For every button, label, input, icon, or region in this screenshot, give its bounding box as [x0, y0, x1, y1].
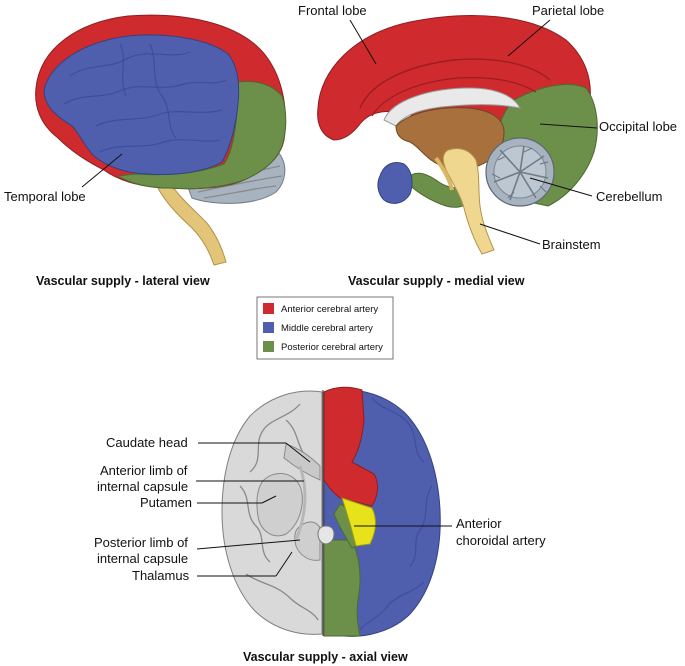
medial-diencephalon [395, 107, 505, 170]
caption-lateral-view: Vascular supply - lateral view [36, 274, 210, 288]
label-anterior-limb-1: Anterior limb of [100, 463, 188, 478]
lateral-brainstem [157, 179, 227, 266]
legend-label: Middle cerebral artery [281, 323, 373, 334]
label-posterior-limb-1: Posterior limb of [94, 535, 188, 550]
medial-view: Frontal lobe Parietal lobe Occipital lob… [298, 3, 677, 288]
lateral-view: Temporal lobe Vascular supply - lateral … [4, 14, 287, 288]
lateral-middle-territory [43, 34, 240, 175]
label-thalamus: Thalamus [132, 568, 190, 583]
legend-label: Posterior cerebral artery [281, 342, 383, 353]
medial-middle-territory [377, 162, 413, 204]
legend-swatch [263, 303, 274, 314]
legend-item-middle: Middle cerebral artery [263, 322, 373, 334]
label-choroidal-2: choroidal artery [456, 533, 546, 548]
lateral-posterior-territory [116, 81, 287, 190]
label-brainstem: Brainstem [542, 237, 601, 252]
label-temporal-lobe: Temporal lobe [4, 189, 86, 204]
label-frontal-lobe: Frontal lobe [298, 3, 367, 18]
legend-item-posterior: Posterior cerebral artery [263, 341, 383, 353]
label-occipital-lobe: Occipital lobe [599, 119, 677, 134]
label-cerebellum: Cerebellum [596, 189, 662, 204]
medial-cerebellum [485, 137, 555, 207]
caption-medial-view: Vascular supply - medial view [348, 274, 525, 288]
axial-right-posterior-territory [323, 539, 361, 637]
legend-swatch [263, 322, 274, 333]
axial-right-anterior-territory [323, 386, 379, 507]
label-choroidal-1: Anterior [456, 516, 502, 531]
legend-item-anterior: Anterior cerebral artery [263, 303, 378, 315]
label-caudate-head: Caudate head [106, 435, 188, 450]
medial-brainstem [442, 147, 495, 255]
axial-view: Caudate head Anterior limb of internal c… [94, 386, 546, 664]
label-parietal-lobe: Parietal lobe [532, 3, 604, 18]
axial-choroidal-territory [341, 497, 377, 547]
caption-axial-view: Vascular supply - axial view [243, 650, 408, 664]
legend-swatch [263, 341, 274, 352]
label-putamen: Putamen [140, 495, 192, 510]
legend-label: Anterior cerebral artery [281, 304, 378, 315]
label-anterior-limb-2: internal capsule [97, 479, 188, 494]
label-posterior-limb-2: internal capsule [97, 551, 188, 566]
